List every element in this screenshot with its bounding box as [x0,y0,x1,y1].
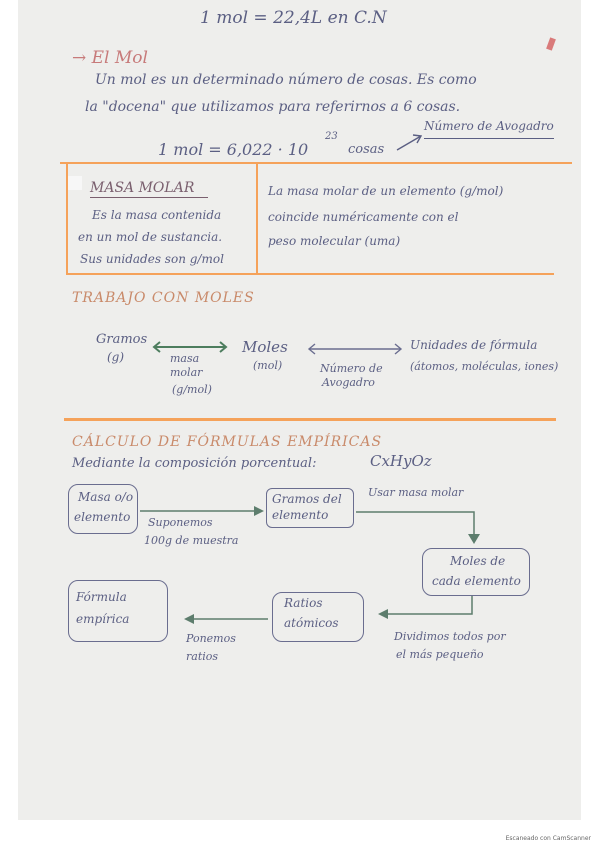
gramos-label: Gramos [96,332,148,347]
masa-molar-right-2: coincide numéricamente con el [268,210,459,224]
header-equation: 1 mol = 22,4L en C.N [200,8,387,28]
notebook-page [18,0,581,820]
box-ratios-line-1: Ratios [284,596,323,610]
avogadro-equation: 1 mol = 6,022 · 10 [158,140,309,159]
highlight-line-divider [256,163,258,275]
avogadro-label: Número de Avogadro [424,119,554,133]
tape-mark [68,176,82,190]
step-4-line-2: ratios [186,650,219,663]
section-title-mol: → El Mol [72,48,148,68]
arrow-left-icon [184,614,268,624]
double-arrow-moles-units-icon [307,343,403,355]
scanner-watermark: Escaneado con CamScanner [505,835,591,842]
masa-molar-title-underline [90,197,208,198]
masa-molar-right-1: La masa molar de un elemento (g/mol) [268,184,504,198]
box-masa-line-2: elemento [74,510,131,524]
arrow-down-right-icon [356,511,480,544]
step-1-line-2: 100g de muestra [144,534,239,547]
arrow-to-avogadro-icon [396,134,423,151]
avogadro-unit: cosas [348,142,385,157]
masa-molar-def-1: Es la masa contenida [92,208,222,222]
moles-unit: (mol) [253,359,283,372]
masa-molar-arrow-unit: (g/mol) [172,383,212,396]
highlight-line-divider-2 [64,418,556,421]
empiricas-formula: CxHyOz [370,452,432,470]
moles-label: Moles [242,338,288,356]
box-moles-line-1: Moles de [450,554,506,568]
empiricas-subtitle: Mediante la composición porcentual: [72,456,317,471]
mol-definition-line-1: Un mol es un determinado número de cosas… [95,72,477,88]
masa-molar-arrow-label-2: molar [170,366,203,379]
arrow-right-1-icon [140,506,264,516]
trabajo-title: TRABAJO CON MOLES [72,290,255,306]
flow-box-gramos [266,488,354,528]
masa-molar-right-3: peso molecular (uma) [268,234,401,248]
flow-box-moles [422,548,530,596]
double-arrow-grams-moles-icon [152,341,228,353]
box-formula-line-1: Fórmula [76,590,127,604]
arrow-down-left-icon [378,596,473,619]
step-1-line-1: Suponemos [148,516,213,529]
box-formula-line-2: empírica [76,612,130,626]
box-masa-line-1: Masa o/o [78,490,134,504]
flow-box-ratios [272,592,364,642]
flow-box-formula [68,580,168,642]
unidades-label: Unidades de fórmula [410,338,538,352]
step-3-line-2: el más pequeño [396,648,484,661]
avogadro-exponent: 23 [325,131,338,142]
numero-avogadro-label-2: Avogadro [322,376,375,389]
empiricas-title: CÁLCULO DE FÓRMULAS EMPÍRICAS [72,434,383,450]
box-gramos-line-1: Gramos del [272,492,342,506]
box-moles-line-2: cada elemento [432,574,521,588]
numero-avogadro-label-1: Número de [320,362,383,375]
mol-definition-line-2: la "docena" que utilizamos para referirn… [85,99,461,115]
highlight-line-left [66,163,68,275]
flow-box-masa [68,484,138,534]
masa-molar-def-2: en un mol de sustancia. [78,230,223,244]
masa-molar-arrow-label-1: masa [170,352,200,365]
box-ratios-line-2: atómicos [284,616,339,630]
box-gramos-line-2: elemento [272,508,329,522]
masa-molar-def-3: Sus unidades son g/mol [80,252,224,266]
masa-molar-title: MASA MOLAR [90,180,195,196]
step-2: Usar masa molar [368,486,464,499]
highlight-line-top [60,162,572,164]
avogadro-label-underline [424,138,554,139]
gramos-unit: (g) [107,350,125,364]
step-4-line-1: Ponemos [186,632,236,645]
highlight-line-bottom [66,273,554,275]
unidades-detail: (átomos, moléculas, iones) [410,360,559,373]
step-3-line-1: Dividimos todos por [394,630,506,643]
